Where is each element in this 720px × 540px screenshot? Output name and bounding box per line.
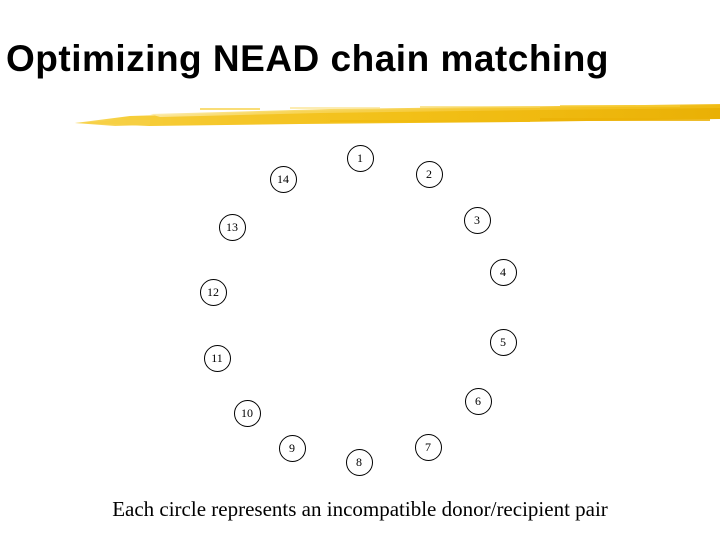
node-circle-10[interactable]: 10 (233, 399, 261, 427)
node-circle-3[interactable]: 3 (463, 206, 491, 234)
node-circle-13[interactable]: 13 (218, 213, 246, 241)
node-label: 12 (207, 285, 219, 299)
node-label: 8 (356, 455, 362, 469)
slide-caption: Each circle represents an incompatible d… (112, 497, 608, 521)
node-circle-9[interactable]: 9 (278, 434, 306, 462)
page-title: Optimizing NEAD chain matching (6, 38, 609, 79)
node-circle-12[interactable]: 12 (199, 278, 227, 306)
node-circle-1[interactable]: 1 (346, 144, 374, 172)
node-circle-6[interactable]: 6 (464, 387, 492, 415)
node-label: 10 (241, 406, 253, 420)
node-label: 11 (211, 351, 223, 365)
brush-stroke-icon (75, 104, 720, 126)
node-circle-7[interactable]: 7 (414, 433, 442, 461)
node-label: 2 (426, 167, 432, 181)
node-circle-4[interactable]: 4 (489, 258, 517, 286)
node-label: 3 (474, 213, 480, 227)
brush-stroke-decoration (0, 96, 720, 134)
node-circle-8[interactable]: 8 (345, 448, 373, 476)
node-label: 5 (500, 335, 506, 349)
node-circle-2[interactable]: 2 (415, 160, 443, 188)
node-circle-11[interactable]: 11 (203, 344, 231, 372)
node-circle-5[interactable]: 5 (489, 328, 517, 356)
node-label: 1 (357, 151, 363, 165)
node-label: 7 (425, 440, 431, 454)
nead-chain-diagram: 1 2 3 4 5 6 7 8 9 10 11 (0, 136, 720, 486)
node-label: 9 (289, 441, 295, 455)
node-circle-14[interactable]: 14 (269, 165, 297, 193)
node-label: 4 (500, 265, 506, 279)
node-label: 14 (277, 172, 289, 186)
node-label: 13 (226, 220, 238, 234)
node-label: 6 (475, 394, 481, 408)
